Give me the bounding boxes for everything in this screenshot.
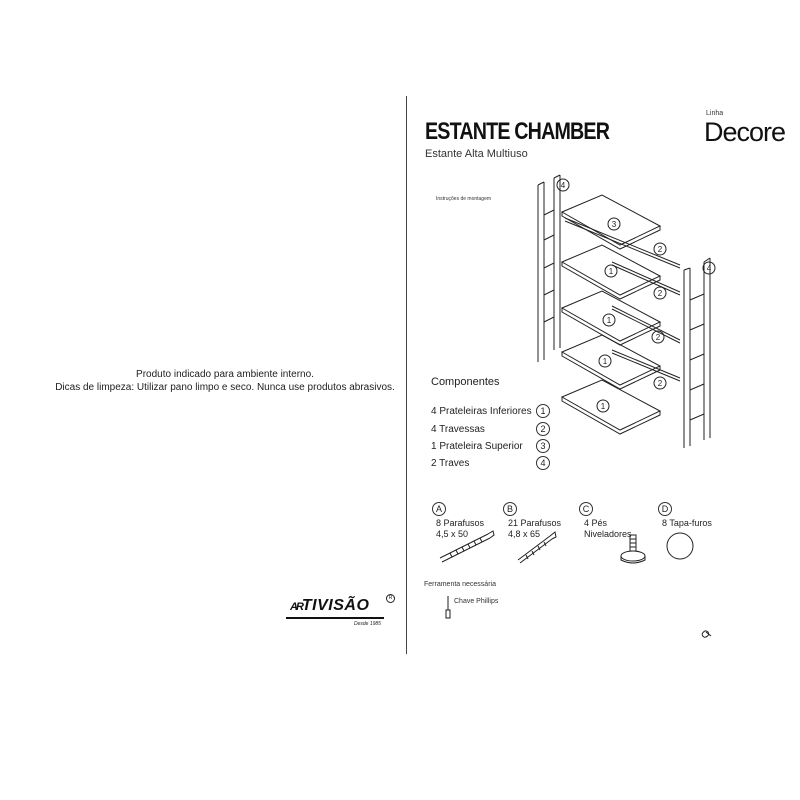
component-number: 1 xyxy=(536,404,550,418)
component-item: 4 Prateleiras Inferiores xyxy=(431,406,532,417)
left-trave xyxy=(537,174,561,362)
shelf-1 xyxy=(560,244,662,300)
callout-1c: 1 xyxy=(603,357,608,366)
callout-2c: 2 xyxy=(656,333,661,342)
assembly-caption: Instruções de montagem xyxy=(436,196,492,202)
callout-2b: 2 xyxy=(658,289,663,298)
hardware-letter: B xyxy=(503,502,517,516)
registered-mark: R xyxy=(386,594,395,603)
callout-1b: 1 xyxy=(607,316,612,325)
tools-heading: Ferramenta necessária xyxy=(424,581,496,588)
callout-1d: 1 xyxy=(601,402,606,411)
shelf-top xyxy=(560,194,662,250)
component-item: 4 Travessas xyxy=(431,424,485,435)
component-number: 2 xyxy=(536,422,550,436)
component-item: 2 Traves xyxy=(431,458,470,469)
shelf-4 xyxy=(560,379,662,435)
component-number: 3 xyxy=(536,439,550,453)
diagram-callouts xyxy=(556,178,716,413)
product-subtitle: Estante Alta Multiuso xyxy=(425,148,528,160)
hardware-letter: C xyxy=(579,502,593,516)
callout-1a: 1 xyxy=(609,267,614,276)
hardware-label: 8 Tapa-furos xyxy=(662,518,712,528)
screw-a-icon xyxy=(439,530,495,563)
small-mark-icon xyxy=(701,630,712,638)
right-trave xyxy=(683,257,711,448)
callout-2d: 2 xyxy=(658,379,663,388)
brand-since: Desde 1985 xyxy=(354,621,381,627)
indication-text: Produto indicado para ambiente interno. xyxy=(136,369,314,380)
callout-2a: 2 xyxy=(658,245,663,254)
callout-4b: 4 xyxy=(707,264,712,273)
hardware-letter: A xyxy=(432,502,446,516)
callout-4a: 4 xyxy=(561,181,566,190)
screw-b-icon xyxy=(517,531,557,564)
hole-cover-icon xyxy=(666,532,694,560)
tool-item: Chave Phillips xyxy=(454,598,499,605)
page-divider xyxy=(406,96,407,654)
phillips-screwdriver-icon xyxy=(445,596,451,619)
component-number: 4 xyxy=(536,456,550,470)
components-heading: Componentes xyxy=(431,376,500,388)
brand-underline xyxy=(286,617,384,619)
line-name: Decore xyxy=(704,117,786,147)
leveling-foot-icon xyxy=(620,534,646,564)
callout-3: 3 xyxy=(612,220,617,229)
hardware-letter: D xyxy=(658,502,672,516)
cleaning-tips-text: Dicas de limpeza: Utilizar pano limpo e … xyxy=(55,382,395,393)
product-title: ESTANTE CHAMBER xyxy=(425,118,610,145)
brand-logo: ARTIVISÃO Desde 1985 R xyxy=(286,594,398,631)
line-label: Linha xyxy=(706,110,724,117)
shelf-3 xyxy=(560,334,662,390)
component-item: 1 Prateleira Superior xyxy=(431,441,523,452)
travessas xyxy=(564,217,681,382)
brand-name: ARTIVISÃO xyxy=(290,597,370,614)
